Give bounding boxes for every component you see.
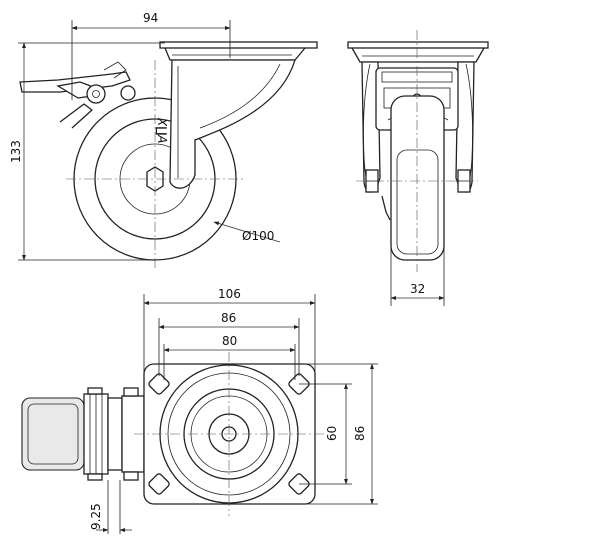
front-view: 32	[347, 30, 489, 306]
axle-nut-icon	[146, 166, 164, 192]
dim-leader-100	[213, 221, 281, 243]
dim-label-86-horizontal: 86	[221, 311, 236, 325]
side-fork	[169, 59, 296, 189]
bolt-hole-bottom-left	[148, 473, 170, 495]
brake-pivot	[86, 84, 106, 104]
brake-pad	[59, 103, 93, 129]
front-top-plate	[347, 41, 489, 49]
front-wheel	[390, 95, 445, 261]
top-view: 106 86 80 60 86 9.25	[21, 287, 378, 534]
dim-label-94: 94	[143, 11, 158, 25]
dim-label-86-vertical: 86	[353, 426, 367, 441]
dim-label-32: 32	[410, 282, 425, 296]
dim-label-9-25: 9.25	[89, 503, 103, 530]
side-top-plate	[159, 41, 318, 49]
dim-label-133: 133	[9, 140, 23, 163]
brand-mark: X∐A	[155, 117, 169, 144]
side-plate-flange	[164, 47, 306, 61]
dim-label-100: Ø100	[242, 229, 274, 243]
dim-label-80: 80	[222, 334, 237, 348]
side-view: X∐A 94 133 Ø100	[9, 11, 318, 268]
dim-label-60: 60	[325, 426, 339, 441]
dim-label-106: 106	[218, 287, 241, 301]
top-brake-pedal	[21, 397, 85, 471]
